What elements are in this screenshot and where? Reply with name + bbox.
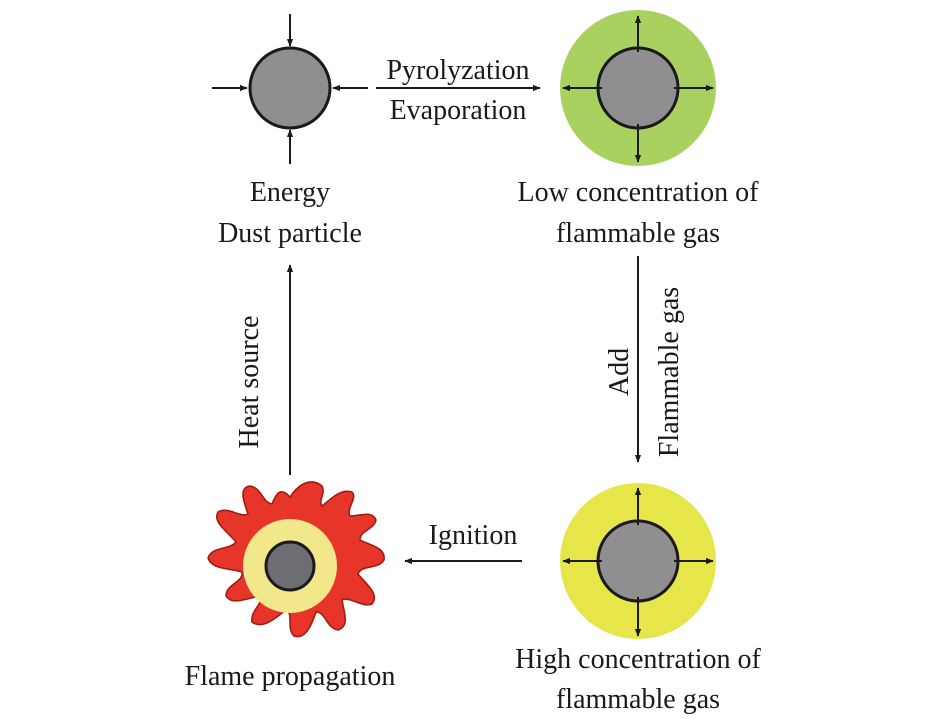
flame-core-particle bbox=[266, 542, 314, 590]
low-gas-label-line2: flammable gas bbox=[478, 217, 798, 251]
high-gas-node bbox=[560, 483, 716, 639]
dust-particle bbox=[250, 48, 330, 128]
heat-source-label: Heat source bbox=[233, 302, 267, 462]
add-label: Add bbox=[603, 312, 637, 432]
pyrolyzation-label: Pyrolyzation bbox=[358, 54, 558, 88]
dust-label-line2: Dust particle bbox=[190, 217, 390, 251]
dust-particle-node bbox=[212, 14, 368, 164]
high-gas-label-line2: flammable gas bbox=[468, 683, 808, 717]
high-gas-particle bbox=[598, 521, 678, 601]
low-gas-label-line1: Low concentration of bbox=[478, 176, 798, 210]
evaporation-label: Evaporation bbox=[358, 94, 558, 128]
low-gas-particle bbox=[598, 48, 678, 128]
ignition-label: Ignition bbox=[398, 519, 548, 553]
low-gas-node bbox=[560, 10, 716, 166]
flame-node bbox=[208, 482, 384, 637]
high-gas-label-line1: High concentration of bbox=[468, 643, 808, 677]
dust-label-line1: Energy bbox=[190, 176, 390, 210]
flammable-gas-label: Flammable gas bbox=[653, 272, 687, 472]
flame-label: Flame propagation bbox=[160, 660, 420, 694]
